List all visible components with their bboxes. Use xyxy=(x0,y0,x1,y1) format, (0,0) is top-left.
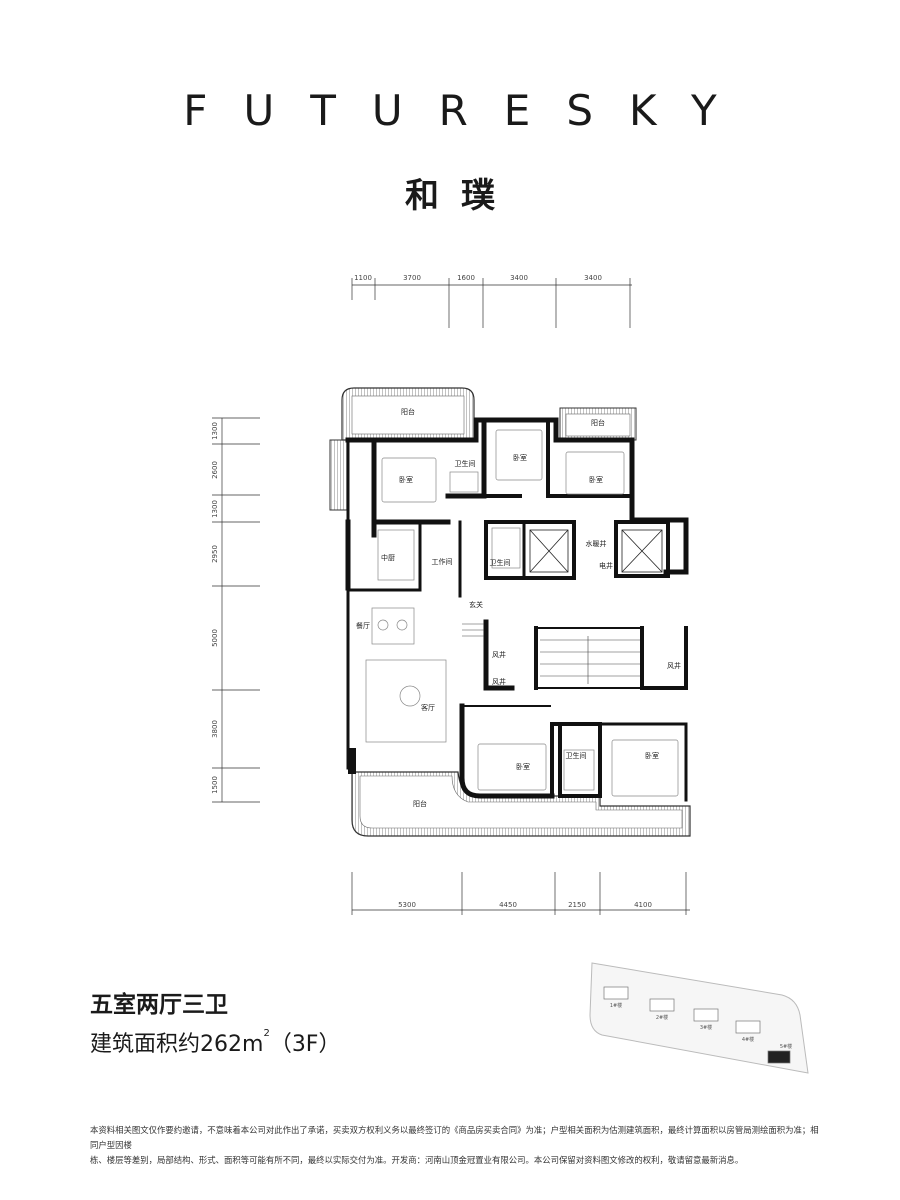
dim-left-2: 2600 xyxy=(211,461,219,479)
area-prefix: 建筑面积约262m xyxy=(90,1032,264,1057)
balcony-top-right xyxy=(559,407,637,441)
dim-left-4: 2950 xyxy=(211,545,219,563)
keymap-building-3 xyxy=(693,1008,719,1022)
dim-left-7: 1500 xyxy=(211,776,219,794)
dim-top-5: 3400 xyxy=(584,274,602,282)
dim-left-6: 3800 xyxy=(211,720,219,738)
elevator-1 xyxy=(529,529,569,573)
dim-bottom-3: 2150 xyxy=(568,901,586,909)
label-bedroom-1: 卧室 xyxy=(399,475,413,484)
label-elec-shaft: 电井 xyxy=(599,561,613,570)
stairs xyxy=(462,623,640,684)
label-bath-1: 卫生间 xyxy=(455,459,476,468)
label-bedroom-2: 卧室 xyxy=(513,453,527,462)
disclaimer-line-2: 栋、楼层等差别，局部结构、形式、面积等可能有所不同，最终以实际交付为准。开发商：… xyxy=(90,1155,744,1165)
area-superscript: 2 xyxy=(263,1028,270,1039)
balcony-top-left xyxy=(341,387,475,441)
label-bedroom-3: 卧室 xyxy=(589,475,603,484)
area-floor: （3F） xyxy=(269,1032,341,1057)
keymap-label-5: 5#楼 xyxy=(780,1043,792,1050)
label-living: 客厅 xyxy=(421,703,435,712)
area-line: 建筑面积约262m2（3F） xyxy=(90,1026,340,1058)
dim-top-3: 1600 xyxy=(457,274,475,282)
walls xyxy=(345,417,689,802)
keymap-label-4: 4#楼 xyxy=(742,1036,754,1043)
label-air-shaft-1: 风井 xyxy=(492,650,506,659)
keymap-building-5-highlight xyxy=(767,1050,791,1064)
keymap-label-2: 2#楼 xyxy=(656,1014,668,1021)
furniture xyxy=(365,429,679,797)
label-bath-2: 卫生间 xyxy=(490,558,511,567)
label-water-shaft: 水暖井 xyxy=(586,539,607,548)
dim-bottom-1: 5300 xyxy=(398,901,416,909)
project-name: 和璞 xyxy=(405,176,517,216)
dim-bottom-4: 4100 xyxy=(634,901,652,909)
label-air-shaft-2: 风井 xyxy=(492,677,506,686)
label-bath-3: 卫生间 xyxy=(566,751,587,760)
disclaimer: 本资料相关图文仅作要约邀请，不意味着本公司对此作出了承诺，买卖双方权利义务以最终… xyxy=(90,1123,820,1168)
dim-left-3: 1300 xyxy=(211,500,219,518)
dim-left-1: 1300 xyxy=(211,422,219,440)
keymap-building-1 xyxy=(603,986,629,1000)
label-balcony-bottom: 阳台 xyxy=(413,799,427,808)
label-bedroom-5: 卧室 xyxy=(645,751,659,760)
label-workroom: 工作间 xyxy=(432,557,453,566)
dim-top-4: 3400 xyxy=(510,274,528,282)
side-balcony-left xyxy=(329,439,349,511)
keymap-label-3: 3#楼 xyxy=(700,1024,712,1031)
label-air-shaft-3: 风井 xyxy=(667,661,681,670)
label-bedroom-4: 卧室 xyxy=(516,762,530,771)
floor-plan: 1100 3700 1600 3400 3400 1300 2600 1300 … xyxy=(211,274,691,915)
keymap-label-1: 1#楼 xyxy=(610,1002,622,1009)
dim-left-5: 5000 xyxy=(211,629,219,647)
label-kitchen: 中厨 xyxy=(381,553,395,562)
dimension-top xyxy=(351,278,632,328)
dim-top-1: 1100 xyxy=(354,274,372,282)
disclaimer-line-1: 本资料相关图文仅作要约邀请，不意味着本公司对此作出了承诺，买卖双方权利义务以最终… xyxy=(90,1125,819,1150)
label-foyer: 玄关 xyxy=(469,600,483,609)
label-balcony-top-right: 阳台 xyxy=(591,418,605,427)
keymap-building-2 xyxy=(649,998,675,1012)
elevator-2 xyxy=(621,529,663,573)
layout-type: 五室两厅三卫 xyxy=(90,992,228,1018)
site-key-map: 1#楼 2#楼 3#楼 4#楼 5#楼 xyxy=(589,962,809,1074)
dimension-bottom xyxy=(351,872,690,915)
label-balcony-top: 阳台 xyxy=(401,407,415,416)
dimension-left xyxy=(212,417,260,803)
label-dining: 餐厅 xyxy=(356,621,370,630)
brand-title: FUTURESKY xyxy=(183,86,753,135)
dim-bottom-2: 4450 xyxy=(499,901,517,909)
keymap-building-4 xyxy=(735,1020,761,1034)
balcony-bottom xyxy=(351,771,691,837)
dim-top-2: 3700 xyxy=(403,274,421,282)
